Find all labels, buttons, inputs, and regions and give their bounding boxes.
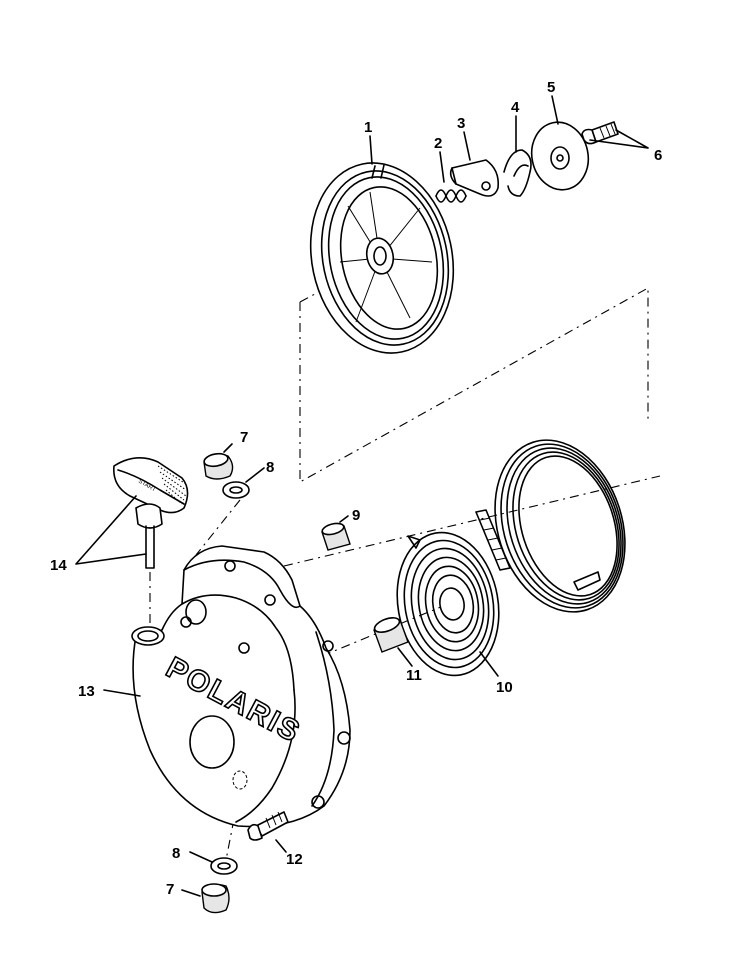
plug-top (203, 452, 234, 480)
callout-5: 5 (547, 79, 555, 96)
washer-top (222, 481, 250, 499)
callout-10: 10 (496, 679, 513, 696)
callout-1: 1 (364, 119, 372, 136)
starter-rope-coil (475, 439, 626, 613)
callout-8-top: 8 (266, 459, 274, 476)
small-spring (435, 189, 467, 203)
friction-spring (503, 149, 532, 197)
callout-9: 9 (352, 507, 360, 524)
housing-bolt (247, 811, 289, 841)
screw (581, 121, 619, 145)
callout-8-bottom: 8 (172, 845, 180, 862)
leader-lines (75, 95, 649, 897)
rope-pulley (309, 162, 455, 354)
bushing-large (373, 617, 409, 653)
callout-7-top: 7 (240, 429, 248, 446)
starter-housing: POLARIS (131, 545, 351, 828)
callout-13: 13 (78, 683, 95, 700)
assembly-center-lines (149, 155, 661, 861)
callout-2: 2 (434, 135, 442, 152)
callout-12: 12 (286, 851, 303, 868)
callout-labels: 1 2 3 4 5 6 7 8 9 10 11 12 13 14 8 7 (50, 79, 662, 898)
callout-3: 3 (457, 115, 465, 132)
starter-handle: START (113, 457, 189, 569)
washer-bottom (210, 857, 238, 875)
callout-6: 6 (654, 147, 662, 164)
retainer-plate (530, 121, 590, 191)
callout-11: 11 (406, 667, 422, 684)
bushing-small (321, 522, 351, 551)
rewind-spring (396, 531, 500, 677)
plug-bottom (201, 883, 230, 914)
callout-7-bottom: 7 (166, 881, 174, 898)
pawl (449, 159, 500, 197)
callout-4: 4 (511, 99, 520, 116)
callout-14: 14 (50, 557, 67, 574)
